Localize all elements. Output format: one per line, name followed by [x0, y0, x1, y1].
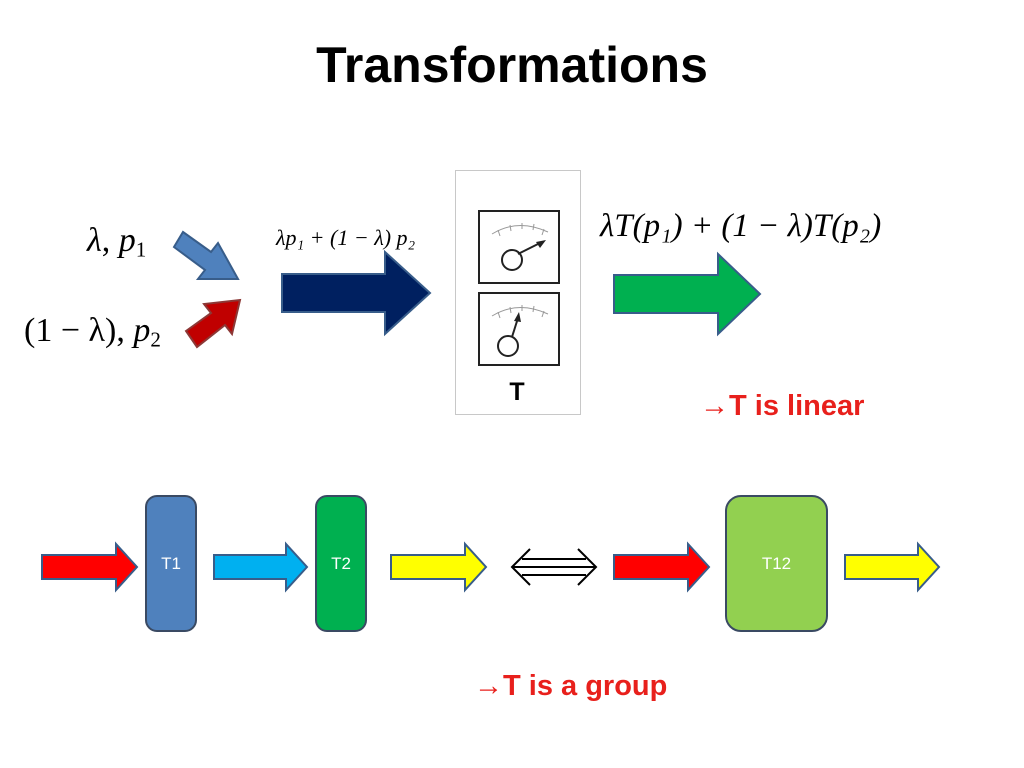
red-diagonal-arrow	[184, 298, 242, 349]
green-arrow	[613, 251, 762, 337]
double-arrow-icon	[510, 548, 598, 586]
blue-diagonal-arrow	[172, 230, 240, 280]
block-t1: T1	[145, 495, 197, 632]
meter-icon	[478, 292, 560, 366]
cyan-arrow	[213, 541, 309, 593]
input-label-lambda-p1: λ, p1	[87, 222, 147, 262]
transformer-label: T	[509, 378, 525, 406]
linear-note: →T is linear	[700, 390, 865, 422]
input-sub-2: 2	[150, 327, 161, 352]
red-arrow-2	[613, 541, 711, 593]
block-t12: T12	[725, 495, 828, 632]
yellow-arrow-1	[390, 541, 488, 593]
input-coef-1: λ	[87, 222, 102, 259]
block-t2: T2	[315, 495, 367, 632]
slide-title: Transformations	[316, 37, 708, 93]
navy-arrow	[281, 249, 432, 337]
group-note: →T is a group	[474, 670, 668, 702]
input-coef-2: (1 − λ)	[24, 312, 117, 349]
meter-icon	[478, 210, 560, 284]
combined-label: λp₁ + (1 − λ) p₂	[276, 225, 416, 250]
input-var-2: p	[133, 312, 151, 349]
red-input-arrow	[41, 541, 139, 593]
output-label: λT(p₁) + (1 − λ)T(p₂)	[600, 208, 882, 244]
input-label-one-minus-lambda-p2: (1 − λ), p2	[24, 312, 161, 352]
input-var-1: p	[118, 222, 136, 259]
yellow-arrow-2	[844, 541, 941, 593]
input-sub-1: 1	[135, 237, 147, 262]
